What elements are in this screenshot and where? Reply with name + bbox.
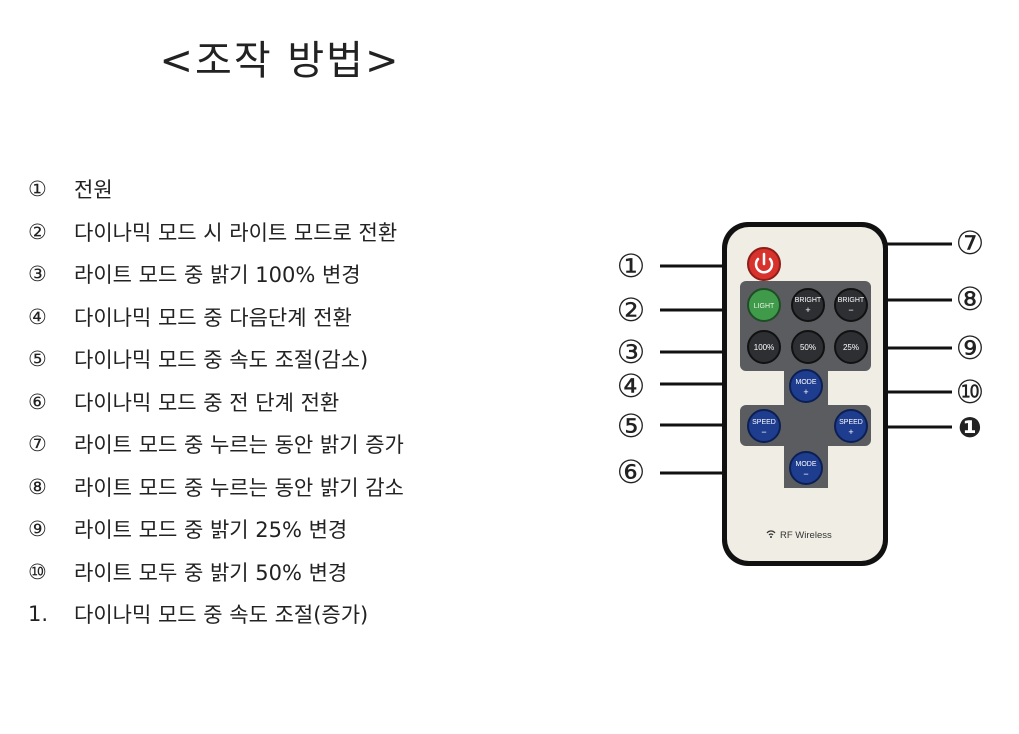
light-label: LIGHT: [754, 303, 775, 310]
brightness-100-button: [747, 330, 781, 364]
item-text: 다이나믹 모드 중 다음단계 전환: [74, 305, 352, 330]
brightness-50-label: 50%: [800, 343, 816, 352]
list-item: ③ 라이트 모드 중 밝기 100% 변경: [28, 253, 404, 296]
callout-2: ②: [616, 291, 646, 329]
item-number: ⑦: [28, 432, 47, 457]
callout-11: ❶: [958, 411, 982, 444]
bright-plus-button: [791, 288, 825, 322]
callout-1: ①: [616, 247, 646, 285]
item-text: 다이나믹 모드 시 라이트 모드로 전환: [74, 220, 398, 245]
speed-plus-label: SPEED: [839, 419, 863, 426]
bright-minus-label: BRIGHT: [838, 297, 865, 304]
list-item: ⑩ 라이트 모두 중 밝기 50% 변경: [28, 551, 404, 594]
brand-label: RF Wireless: [780, 530, 832, 541]
mode-plus-sign: +: [803, 387, 808, 397]
item-number: ⑨: [28, 517, 47, 542]
item-text: 전원: [74, 178, 113, 203]
mode-minus-label: MODE: [796, 461, 817, 468]
item-text: 라이트 모드 중 밝기 25% 변경: [74, 518, 348, 543]
item-number: ⑩: [28, 559, 47, 584]
item-number: 1.: [28, 602, 49, 627]
bright-plus-sign: +: [805, 305, 810, 315]
callout-5: ⑤: [616, 407, 646, 445]
list-item: ⑧ 라이트 모드 중 누르는 동안 밝기 감소: [28, 466, 404, 509]
bright-minus-button: [834, 288, 868, 322]
speed-minus-label: SPEED: [752, 419, 776, 426]
callout-4: ④: [616, 367, 646, 405]
callout-3: ③: [616, 333, 646, 371]
mode-minus-sign: −: [803, 469, 808, 479]
callout-9: ⑨: [955, 329, 985, 367]
item-text: 라이트 모두 중 밝기 50% 변경: [74, 560, 348, 585]
mode-plus-label: MODE: [796, 379, 817, 386]
light-button: [747, 288, 781, 322]
item-text: 다이나믹 모드 중 속도 조절(증가): [74, 603, 369, 628]
list-item: ⑥ 다이나믹 모드 중 전 단계 전환: [28, 381, 404, 424]
item-text: 라이트 모드 중 밝기 100% 변경: [74, 263, 361, 288]
list-item: ⑤ 다이나믹 모드 중 속도 조절(감소): [28, 338, 404, 381]
speed-plus-sign: +: [848, 427, 853, 437]
page-title: <조작 방법>: [159, 38, 401, 84]
instruction-list: ① 전원 ② 다이나믹 모드 시 라이트 모드로 전환 ③ 라이트 모드 중 밝기 1…: [28, 168, 404, 636]
bright-plus-label: BRIGHT: [795, 297, 822, 304]
mode-plus-button: [789, 369, 823, 403]
mode-minus-button: [789, 451, 823, 485]
list-item: ⑨ 라이트 모드 중 밝기 25% 변경: [28, 508, 404, 551]
item-number: ③: [28, 262, 47, 287]
speed-plus-button: [834, 409, 868, 443]
list-item: ⑦ 라이트 모드 중 누르는 동안 밝기 증가: [28, 423, 404, 466]
item-number: ⑥: [28, 389, 47, 414]
bright-minus-sign: −: [848, 305, 853, 315]
item-text: 라이트 모드 중 누르는 동안 밝기 증가: [74, 433, 404, 458]
item-text: 라이트 모드 중 누르는 동안 밝기 감소: [74, 475, 404, 500]
callout-6: ⑥: [616, 453, 646, 491]
item-number: ④: [28, 304, 47, 329]
item-number: ⑤: [28, 347, 47, 372]
list-item: ② 다이나믹 모드 시 라이트 모드로 전환: [28, 211, 404, 254]
list-item: ④ 다이나믹 모드 중 다음단계 전환: [28, 296, 404, 339]
brightness-100-label: 100%: [754, 343, 774, 352]
item-number: ②: [28, 219, 47, 244]
speed-minus-button: [747, 409, 781, 443]
list-item: 1. 다이나믹 모드 중 속도 조절(증가): [28, 593, 404, 636]
callout-7: ⑦: [955, 224, 985, 262]
brightness-25-label: 25%: [843, 343, 859, 352]
callout-10: ⑩: [955, 373, 985, 411]
list-item: ① 전원: [28, 168, 404, 211]
speed-minus-sign: −: [761, 427, 766, 437]
brightness-25-button: [834, 330, 868, 364]
wifi-icon: [766, 530, 776, 536]
brightness-50-button: [791, 330, 825, 364]
item-text: 다이나믹 모드 중 전 단계 전환: [74, 390, 340, 415]
callout-8: ⑧: [955, 280, 985, 318]
item-text: 다이나믹 모드 중 속도 조절(감소): [74, 348, 369, 373]
item-number: ①: [28, 177, 47, 202]
item-number: ⑧: [28, 474, 47, 499]
power-icon: [754, 252, 774, 274]
